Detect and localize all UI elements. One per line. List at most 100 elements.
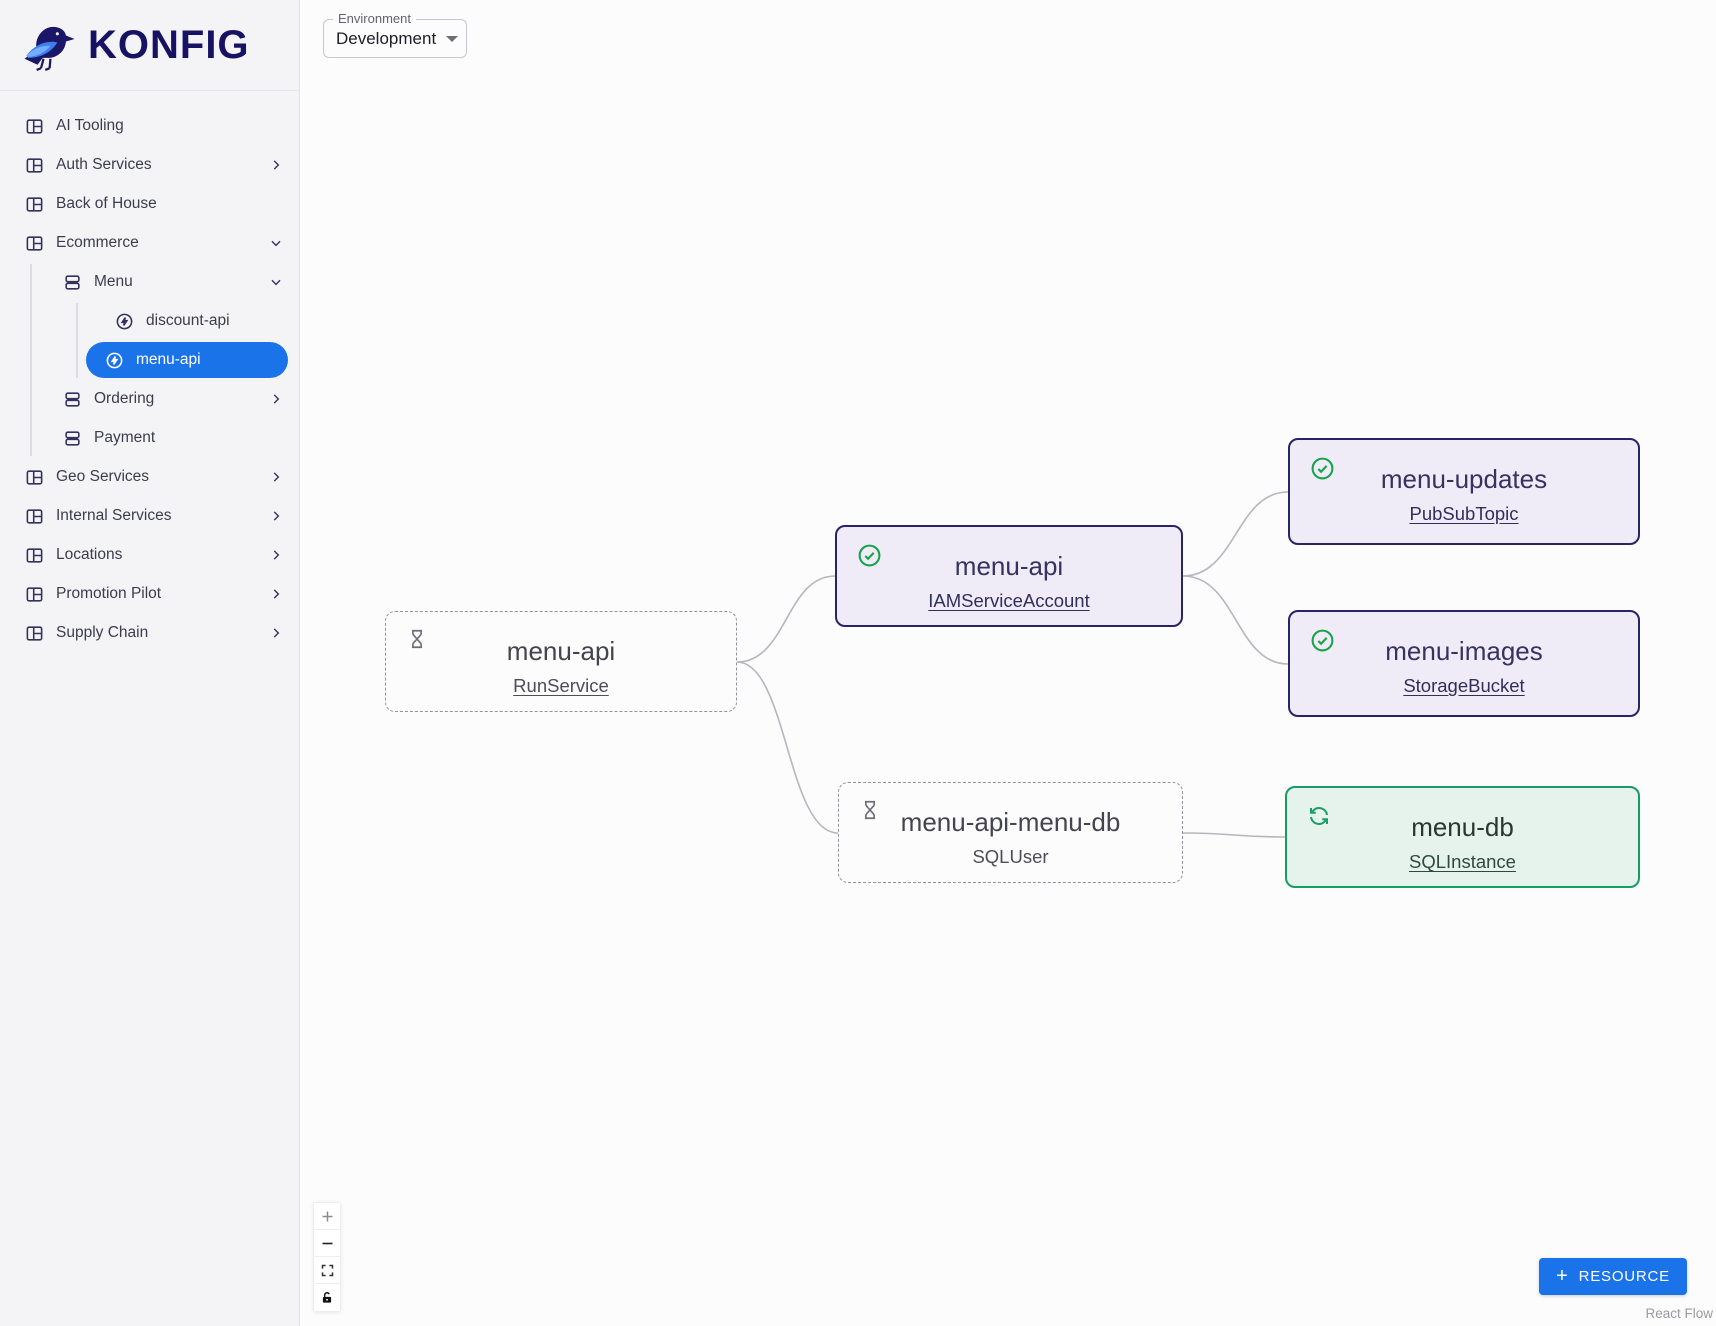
check-circle-icon	[857, 543, 882, 573]
node-menu-api-runservice[interactable]: menu-api RunService	[385, 611, 737, 712]
sidebar-item-label: Locations	[56, 546, 123, 563]
node-resource-type-link[interactable]: SQLInstance	[1409, 851, 1516, 872]
sidebar-item-supply-chain[interactable]: Supply Chain	[0, 615, 299, 651]
chevron-right-icon	[269, 587, 283, 601]
panels-icon	[24, 116, 44, 136]
chevron-right-icon	[269, 470, 283, 484]
sidebar-item-discount-api[interactable]: discount-api	[78, 303, 299, 339]
plus-icon	[322, 1211, 332, 1221]
sidebar-item-promotion-pilot[interactable]: Promotion Pilot	[0, 576, 299, 612]
panels-icon	[24, 155, 44, 175]
zoom-in-button[interactable]	[314, 1203, 340, 1230]
panels-icon	[24, 584, 44, 604]
environment-select[interactable]: Environment Development	[323, 11, 467, 58]
brand-name: KONFIG	[88, 22, 250, 67]
sidebar-item-payment[interactable]: Payment	[32, 420, 299, 456]
panels-icon	[24, 623, 44, 643]
fit-view-icon	[321, 1264, 333, 1276]
add-resource-button[interactable]: + RESOURCE	[1539, 1258, 1687, 1295]
fit-view-button[interactable]	[314, 1257, 340, 1284]
sidebar-item-label: discount-api	[146, 312, 230, 329]
sidebar-item-ai-tooling[interactable]: AI Tooling	[0, 108, 299, 144]
sidebar-item-internal-services[interactable]: Internal Services	[0, 498, 299, 534]
check-circle-icon	[1310, 456, 1335, 486]
sidebar-item-label: Ecommerce	[56, 234, 139, 251]
sidebar-item-label: AI Tooling	[56, 117, 124, 134]
environment-select-value: Development	[336, 28, 437, 48]
server-icon	[62, 272, 82, 292]
ecommerce-children: Menu discount-api menu-api Ordering	[30, 264, 299, 456]
sidebar-item-back-of-house[interactable]: Back of House	[0, 186, 299, 222]
sidebar-item-label: Ordering	[94, 390, 155, 407]
sidebar-item-label: Back of House	[56, 195, 157, 212]
sidebar-item-label: Payment	[94, 429, 156, 446]
panels-icon	[24, 233, 44, 253]
sidebar-item-label: Geo Services	[56, 468, 150, 485]
hourglass-icon	[406, 628, 428, 655]
chevron-down-icon	[269, 236, 283, 250]
panels-icon	[24, 545, 44, 565]
react-flow-attribution: React Flow	[1645, 1306, 1713, 1321]
node-menu-updates-pubsubtopic[interactable]: menu-updates PubSubTopic	[1288, 438, 1640, 545]
dropdown-caret-icon	[446, 35, 459, 42]
node-title: menu-updates	[1380, 464, 1548, 494]
node-title: menu-api	[954, 551, 1064, 581]
environment-select-label: Environment	[333, 11, 416, 26]
panels-icon	[24, 506, 44, 526]
node-title: menu-images	[1385, 636, 1543, 666]
chevron-right-icon	[269, 392, 283, 406]
sidebar-item-label: Internal Services	[56, 507, 172, 524]
server-icon	[62, 428, 82, 448]
unlock-icon	[322, 1291, 332, 1303]
sidebar-item-geo-services[interactable]: Geo Services	[0, 459, 299, 495]
server-icon	[62, 389, 82, 409]
node-menu-db-sqlinstance[interactable]: menu-db SQLInstance	[1285, 786, 1640, 888]
plus-icon: +	[1556, 1265, 1569, 1287]
sidebar: KONFIG AI Tooling Auth Services Back of …	[0, 0, 300, 1326]
sidebar-item-menu-api[interactable]: menu-api	[86, 342, 288, 378]
chevron-right-icon	[269, 509, 283, 523]
node-resource-type-link[interactable]: RunService	[513, 675, 609, 696]
node-resource-type: SQLUser	[972, 846, 1049, 867]
sidebar-item-auth-services[interactable]: Auth Services	[0, 147, 299, 183]
minus-icon	[322, 1242, 332, 1244]
sidebar-item-label: menu-api	[136, 351, 201, 368]
add-resource-label: RESOURCE	[1578, 1268, 1670, 1285]
lock-button[interactable]	[314, 1284, 340, 1311]
zap-circle-icon	[104, 350, 124, 370]
panels-icon	[24, 467, 44, 487]
node-menu-api-menu-db-sqluser[interactable]: menu-api-menu-db SQLUser	[838, 782, 1183, 883]
flow-canvas[interactable]: Environment Development menu-api RunServ…	[300, 0, 1716, 1326]
node-resource-type-link[interactable]: StorageBucket	[1403, 675, 1525, 696]
check-circle-icon	[1310, 628, 1335, 658]
node-title: menu-db	[1411, 812, 1514, 842]
panels-icon	[24, 194, 44, 214]
node-title: menu-api-menu-db	[900, 807, 1121, 837]
brand-header: KONFIG	[0, 0, 299, 91]
chevron-down-icon	[269, 275, 283, 289]
sidebar-item-menu[interactable]: Menu	[32, 264, 299, 300]
node-resource-type-link[interactable]: PubSubTopic	[1409, 503, 1519, 524]
chevron-right-icon	[269, 158, 283, 172]
zoom-out-button[interactable]	[314, 1230, 340, 1257]
chevron-right-icon	[269, 626, 283, 640]
sidebar-item-label: Promotion Pilot	[56, 585, 162, 602]
sidebar-item-locations[interactable]: Locations	[0, 537, 299, 573]
chevron-right-icon	[269, 548, 283, 562]
sidebar-item-label: Menu	[94, 273, 133, 290]
hourglass-icon	[859, 799, 881, 826]
sidebar-item-ecommerce[interactable]: Ecommerce	[0, 225, 299, 261]
node-resource-type-link[interactable]: IAMServiceAccount	[928, 590, 1090, 611]
sidebar-item-ordering[interactable]: Ordering	[32, 381, 299, 417]
node-title: menu-api	[506, 636, 616, 666]
node-menu-images-storagebucket[interactable]: menu-images StorageBucket	[1288, 610, 1640, 717]
sidebar-nav: AI Tooling Auth Services Back of House E…	[0, 91, 299, 651]
zap-circle-icon	[114, 311, 134, 331]
menu-children: discount-api menu-api	[76, 303, 299, 378]
sidebar-item-label: Supply Chain	[56, 624, 149, 641]
flow-controls	[313, 1202, 341, 1312]
sync-icon	[1307, 804, 1331, 833]
node-menu-api-iamserviceaccount[interactable]: menu-api IAMServiceAccount	[835, 525, 1183, 627]
sidebar-item-label: Auth Services	[56, 156, 152, 173]
crow-logo-icon	[24, 26, 75, 72]
